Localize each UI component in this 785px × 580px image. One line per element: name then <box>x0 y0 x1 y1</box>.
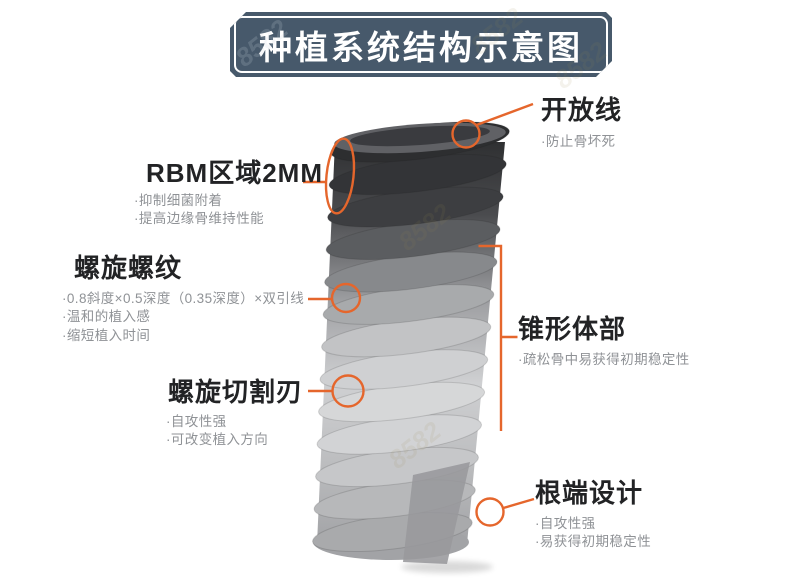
page-title: 种植系统结构示意图 <box>259 28 583 66</box>
label-helical-thread: 螺旋螺纹 ·0.8斜度×0.5深度（0.35深度）×双引线 ·温和的植入感 ·缩… <box>62 253 304 345</box>
implant-image <box>312 121 510 573</box>
page-title-banner: 种植系统结构示意图 <box>230 12 612 77</box>
label-rbm-zone-bullet: ·抑制细菌附着 <box>134 192 223 208</box>
label-open-line-bullet: ·防止骨坏死 <box>541 133 616 149</box>
label-apex-design-bullet: ·易获得初期稳定性 <box>535 534 652 550</box>
label-helical-thread-bullet: ·缩短植入时间 <box>62 327 151 343</box>
label-tapered-body-heading: 锥形体部 <box>518 314 627 344</box>
label-cutting-edge-bullet: ·自攻性强 <box>166 413 227 429</box>
label-cutting-edge: 螺旋切割刃 ·自攻性强 ·可改变植入方向 <box>166 377 303 450</box>
label-apex-design: 根端设计 ·自攻性强 ·易获得初期稳定性 <box>535 478 651 552</box>
label-open-line: 开放线 ·防止骨坏死 <box>541 95 622 151</box>
label-helical-thread-bullet: ·0.8斜度×0.5深度（0.35深度）×双引线 <box>62 290 305 306</box>
label-rbm-zone: RBM区域2MM ·抑制细菌附着 ·提高边缘骨维持性能 <box>134 158 323 229</box>
label-apex-design-bullet: ·自攻性强 <box>535 515 596 531</box>
label-rbm-zone-bullet: ·提高边缘骨维持性能 <box>134 211 264 227</box>
implant-cutting-flute <box>403 462 470 564</box>
title-inner-border <box>234 16 608 73</box>
label-cutting-edge-heading: 螺旋切割刃 <box>168 377 304 407</box>
label-rbm-zone-heading: RBM区域2MM <box>146 158 323 188</box>
label-open-line-heading: 开放线 <box>541 95 623 125</box>
label-helical-thread-bullet: ·温和的植入感 <box>62 309 151 325</box>
label-tapered-body: 锥形体部 ·疏松骨中易获得初期稳定性 <box>518 314 690 369</box>
implant-threads <box>312 153 507 553</box>
label-apex-design-heading: 根端设计 <box>535 478 644 508</box>
label-helical-thread-heading: 螺旋螺纹 <box>74 253 183 283</box>
label-cutting-edge-bullet: ·可改变植入方向 <box>166 432 269 448</box>
label-tapered-body-bullet: ·疏松骨中易获得初期稳定性 <box>518 351 690 367</box>
implant-shadow <box>401 561 493 573</box>
